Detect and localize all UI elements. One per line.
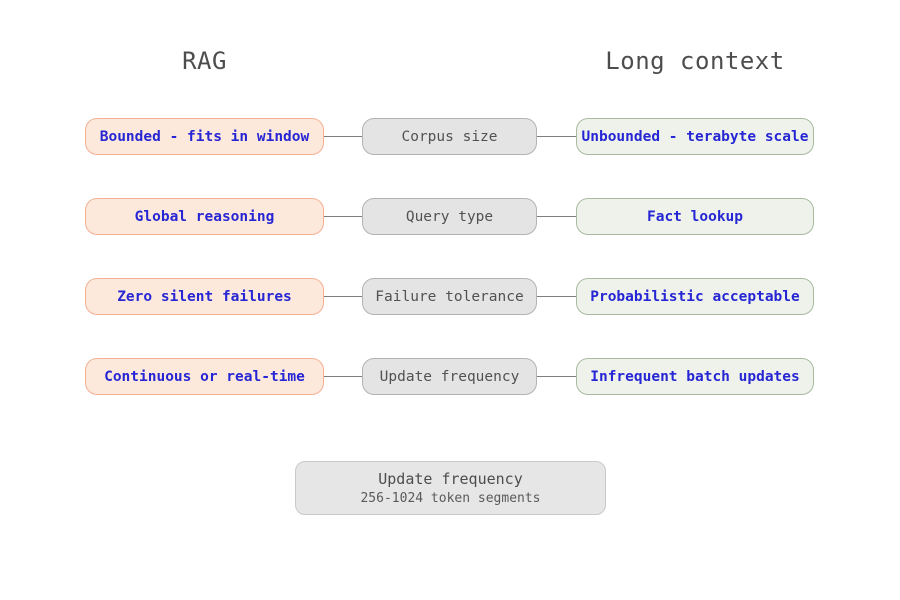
comparison-row: Continuous or real-time Update frequency… <box>0 358 900 395</box>
dimension-node-failure-tolerance: Failure tolerance <box>362 278 537 315</box>
connector-line <box>537 296 576 297</box>
footer-note-box: Update frequency 256-1024 token segments <box>295 461 606 515</box>
long-context-node-corpus-size: Unbounded - terabyte scale <box>576 118 814 155</box>
connector-line <box>537 216 576 217</box>
connector-line <box>324 136 362 137</box>
long-context-node-update-frequency: Infrequent batch updates <box>576 358 814 395</box>
column-header-long-context: Long context <box>605 47 785 75</box>
rag-node-failure-tolerance: Zero silent failures <box>85 278 324 315</box>
footer-note-title: Update frequency <box>378 470 523 488</box>
comparison-row: Zero silent failures Failure tolerance P… <box>0 278 900 315</box>
comparison-row: Global reasoning Query type Fact lookup <box>0 198 900 235</box>
connector-line <box>324 376 362 377</box>
long-context-node-failure-tolerance: Probabilistic acceptable <box>576 278 814 315</box>
rag-node-update-frequency: Continuous or real-time <box>85 358 324 395</box>
connector-line <box>537 136 576 137</box>
long-context-node-query-type: Fact lookup <box>576 198 814 235</box>
rag-node-query-type: Global reasoning <box>85 198 324 235</box>
dimension-node-corpus-size: Corpus size <box>362 118 537 155</box>
column-header-rag: RAG <box>182 47 227 75</box>
dimension-node-update-frequency: Update frequency <box>362 358 537 395</box>
connector-line <box>324 296 362 297</box>
dimension-node-query-type: Query type <box>362 198 537 235</box>
footer-note-subtitle: 256-1024 token segments <box>360 491 541 506</box>
rag-node-corpus-size: Bounded - fits in window <box>85 118 324 155</box>
comparison-row: Bounded - fits in window Corpus size Unb… <box>0 118 900 155</box>
connector-line <box>324 216 362 217</box>
connector-line <box>537 376 576 377</box>
